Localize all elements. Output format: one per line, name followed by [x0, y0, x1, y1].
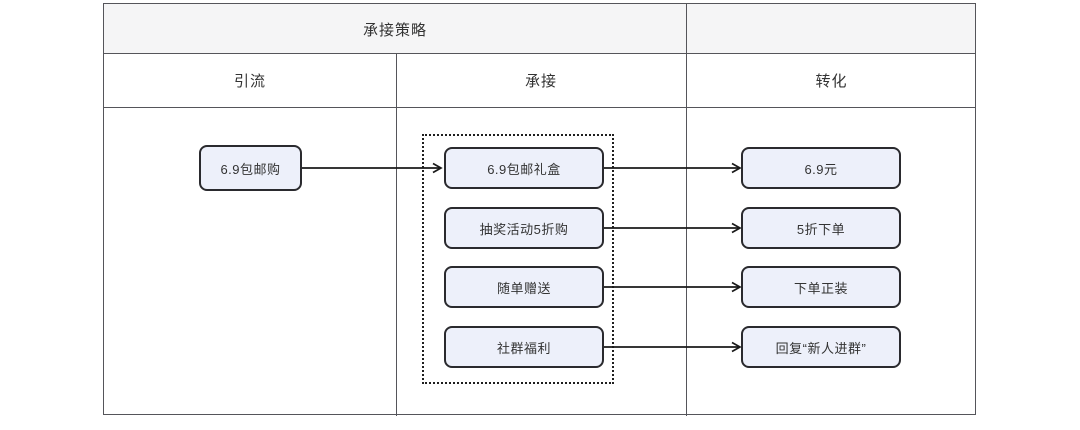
flow-arrow — [302, 162, 443, 174]
middle-box-0: 6.9包邮礼盒 — [444, 147, 604, 189]
middle-box-2: 随单赠送 — [444, 266, 604, 308]
table-header-row — [104, 4, 975, 54]
dotted-group-container — [422, 134, 614, 384]
right-box-2: 下单正装 — [741, 266, 901, 308]
table-title: 承接策略 — [362, 21, 427, 39]
middle-box-1: 抽奖活动5折购 — [444, 207, 604, 249]
middle-box-3: 社群福利 — [444, 326, 604, 368]
column-header-traffic: 引流 — [233, 73, 266, 90]
column-header-convert: 转化 — [815, 73, 848, 90]
flow-arrow — [604, 281, 742, 293]
flow-arrow — [604, 222, 742, 234]
column-divider-right — [686, 4, 687, 416]
right-box-1: 5折下单 — [741, 207, 901, 249]
flow-arrow — [604, 162, 742, 174]
column-divider-left — [396, 54, 397, 416]
column-header-undertake: 承接 — [524, 73, 557, 90]
strategy-table: 承接策略 引流 承接 转化 6.9包邮购 6.9包邮礼盒 6.9元抽奖活动5折购 5… — [103, 3, 976, 416]
source-box: 6.9包邮购 — [199, 145, 302, 191]
right-box-3: 回复“新人进群” — [741, 326, 901, 368]
flow-arrow — [604, 341, 742, 353]
right-box-0: 6.9元 — [741, 147, 901, 189]
row-divider — [104, 107, 975, 108]
